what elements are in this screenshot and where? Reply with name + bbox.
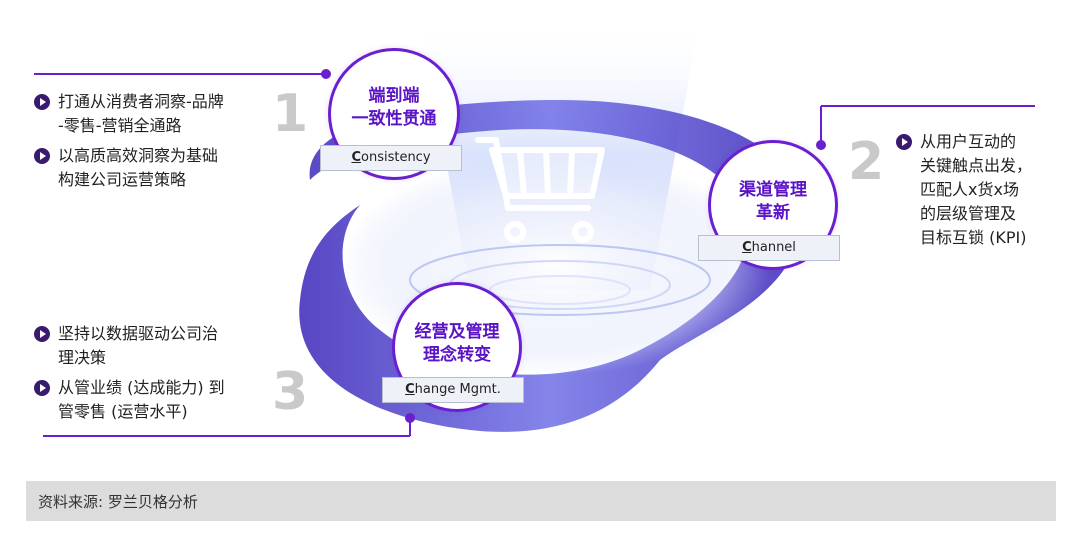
pillar-1-bullets: 打通从消费者洞察-品牌 -零售-营销全通路 以高质高效洞察为基础 构建公司运营策… — [34, 90, 274, 198]
pillar-1-number: 1 — [272, 88, 308, 140]
bullet-arrow-icon — [34, 94, 50, 110]
pillar-3-bullets: 坚持以数据驱动公司治 理决策 从管业绩 (达成能力) 到 管零售 (运营水平) — [34, 322, 274, 430]
pillar-1-title: 端到端 一致性贯通 — [331, 85, 457, 131]
bullet-arrow-icon — [34, 148, 50, 164]
pillar-3-tag: Change Mgmt. — [382, 377, 524, 403]
bullet-arrow-icon — [34, 380, 50, 396]
bullet-arrow-icon — [896, 134, 912, 150]
pillar-3-bullet-1: 坚持以数据驱动公司治 理决策 — [34, 322, 274, 370]
pillar-1-bullet-2: 以高质高效洞察为基础 构建公司运营策略 — [34, 144, 274, 192]
pillar-1-bullet-1: 打通从消费者洞察-品牌 -零售-营销全通路 — [34, 90, 274, 138]
pillar-3-number: 3 — [272, 366, 308, 418]
pillar-2-title: 渠道管理 革新 — [711, 179, 835, 225]
pillar-3-bullet-2: 从管业绩 (达成能力) 到 管零售 (运营水平) — [34, 376, 274, 424]
pillar-2-bullets: 从用户互动的 关键触点出发， 匹配人x货x场 的层级管理及 目标互锁 (KPI) — [896, 130, 1076, 256]
source-text: 资料来源: 罗兰贝格分析 — [38, 491, 198, 512]
pillar-2-number: 2 — [848, 136, 884, 188]
source-bar: 资料来源: 罗兰贝格分析 — [26, 481, 1056, 521]
pillar-2-tag: Channel — [698, 235, 840, 261]
bullet-arrow-icon — [34, 326, 50, 342]
pillar-2-bullet-1: 从用户互动的 关键触点出发， 匹配人x货x场 的层级管理及 目标互锁 (KPI) — [896, 130, 1076, 250]
pillar-3-title: 经营及管理 理念转变 — [395, 321, 519, 367]
pillar-1-tag: Consistency — [320, 145, 462, 171]
